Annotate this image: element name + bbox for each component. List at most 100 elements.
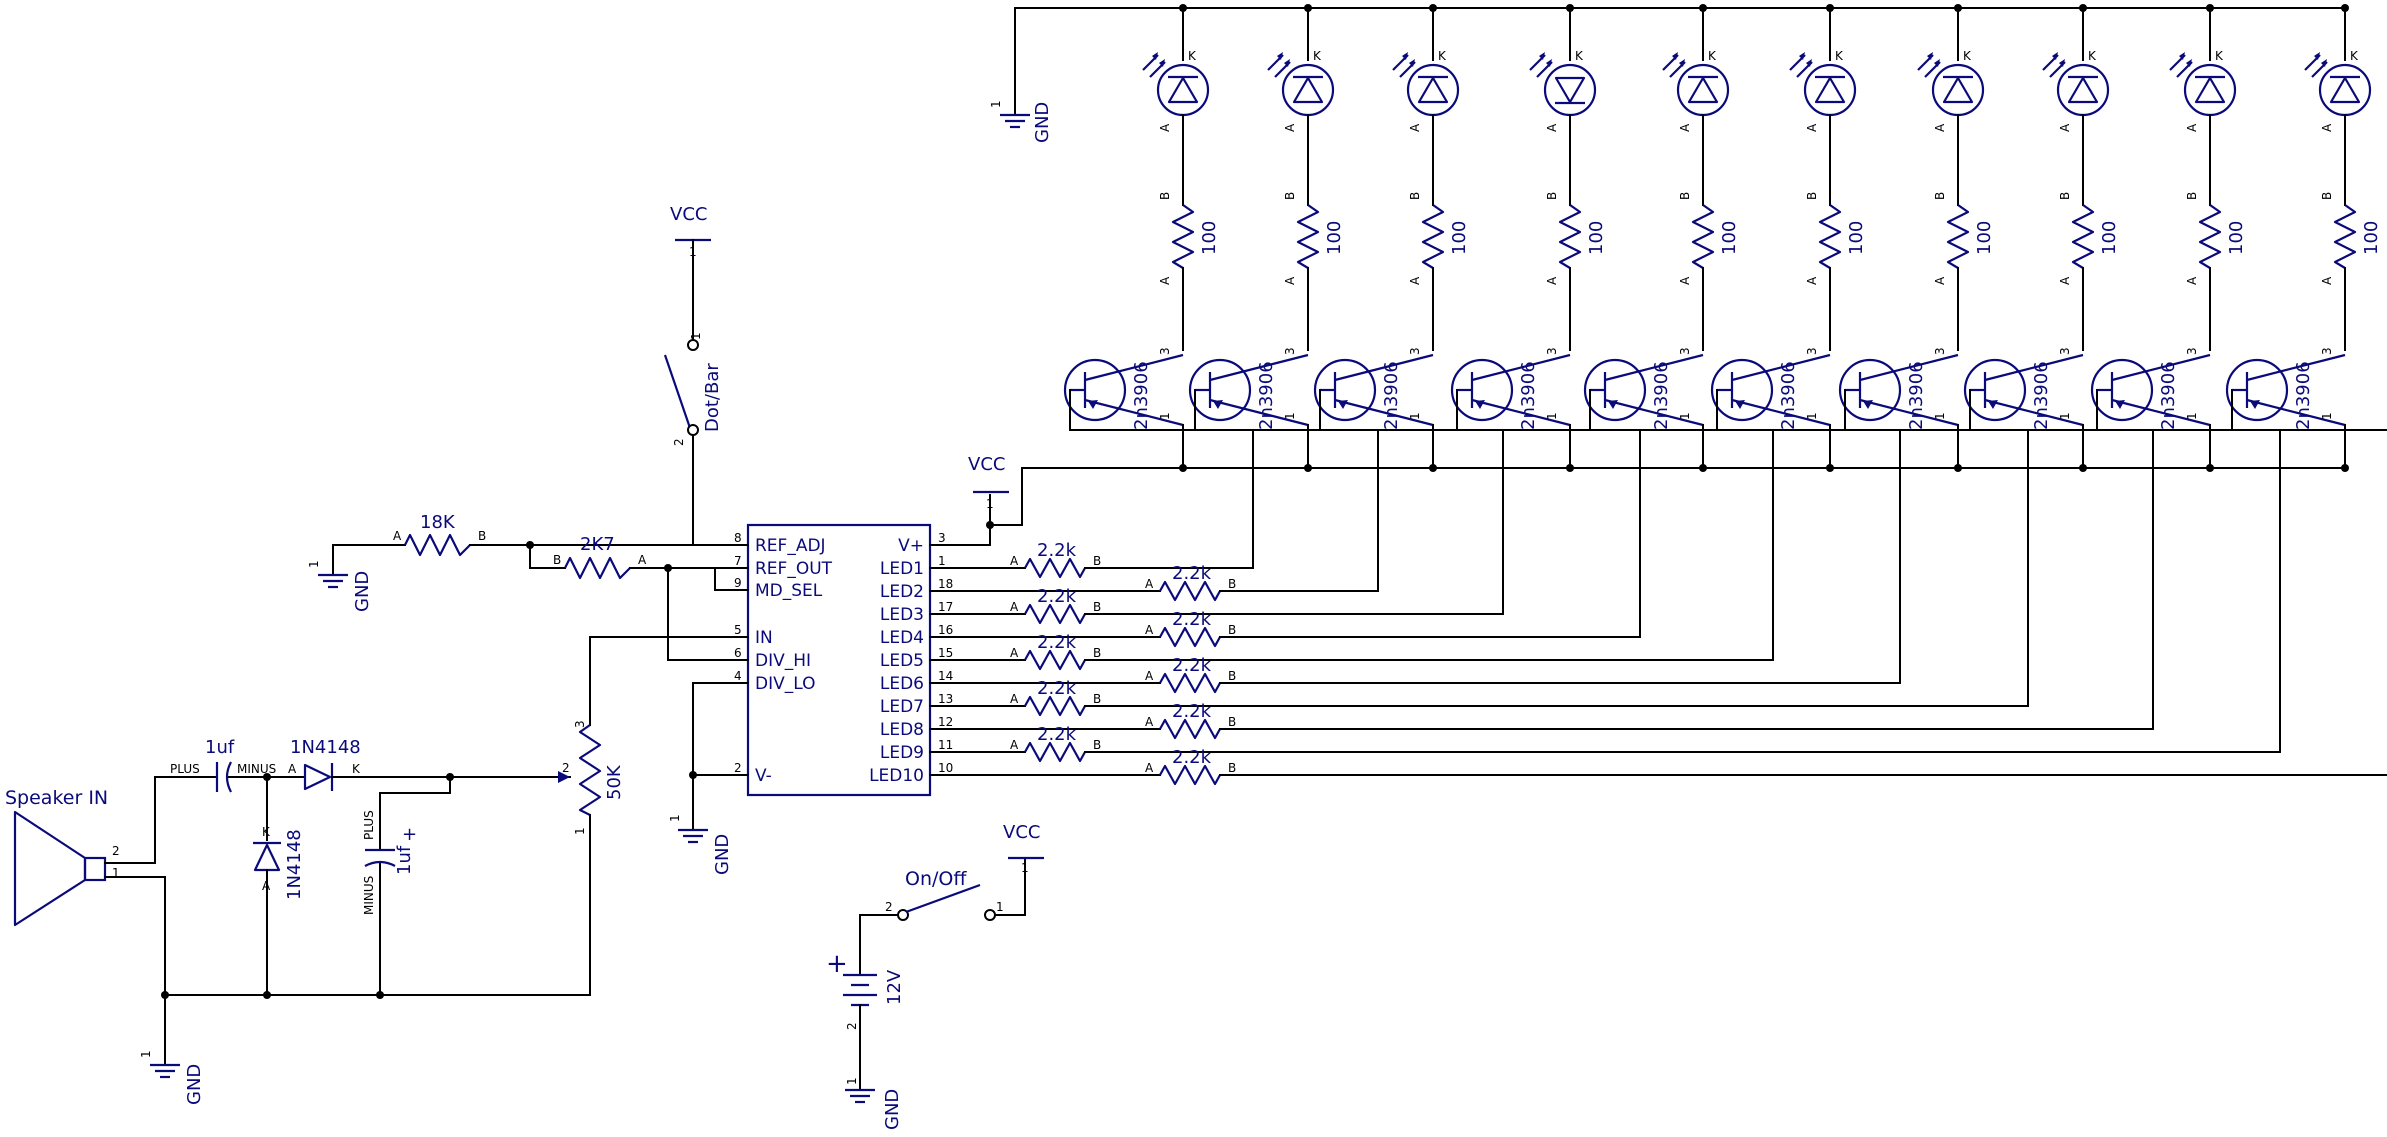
pin-a: A — [1805, 123, 1819, 132]
pin-num: 1 — [986, 497, 994, 511]
pin-a: A — [1408, 276, 1422, 285]
pin-e: 3 — [1805, 347, 1819, 355]
led-resistor-value: 100 — [1449, 221, 1470, 255]
pin-a: A — [1805, 276, 1819, 285]
ic-pin-number: 9 — [734, 576, 742, 590]
base-resistor-value: 2.2k — [1037, 632, 1077, 653]
dot-bar-switch[interactable]: VCC 1 1 2 Dot/Bar — [663, 204, 723, 446]
ic-pin-name: LED8 — [880, 720, 924, 740]
pin-k: K — [1313, 49, 1322, 63]
pin-k: K — [2350, 49, 2359, 63]
pin-k: K — [1963, 49, 1972, 63]
ic-pin-number: 5 — [734, 623, 742, 637]
pin-num: 2 — [112, 844, 120, 858]
pin-num: 1 — [845, 1077, 859, 1085]
pin-num: 1 — [668, 814, 682, 822]
pin-k: K — [1835, 49, 1844, 63]
ic-pin-number: 12 — [938, 715, 953, 729]
gnd-label-18k: GND — [352, 571, 373, 612]
ic-pin-number: 11 — [938, 738, 953, 752]
pin-a: A — [2058, 276, 2072, 285]
pin-b: B — [478, 529, 486, 543]
pin-a: A — [1678, 123, 1692, 132]
ic-pin-number: 13 — [938, 692, 953, 706]
transistor-label: 2n3906 — [1778, 361, 1799, 430]
pin-k: K — [1438, 49, 1447, 63]
base-resistor-value: 2.2k — [1037, 724, 1077, 745]
speaker-label: Speaker IN — [5, 787, 108, 809]
gnd-label-top: GND — [1032, 102, 1053, 143]
transistor-label: 2n3906 — [1381, 361, 1402, 430]
pin-k: K — [2215, 49, 2224, 63]
pin-b: B — [1228, 669, 1236, 683]
power-switch[interactable]: On/Off VCC 1 1 2 — [859, 822, 1044, 976]
r18k-value: 18K — [420, 512, 456, 533]
pin-b: B — [2058, 192, 2072, 200]
pin-b: B — [1093, 600, 1101, 614]
pin-e: 3 — [1678, 347, 1692, 355]
cap2-minus: MINUS — [362, 876, 376, 915]
ic-pin-number: 16 — [938, 623, 953, 637]
led-resistor-value: 100 — [1974, 221, 1995, 255]
ic-pin-name: V- — [755, 766, 772, 786]
pin-b: B — [1228, 577, 1236, 591]
ic-pin-number: 18 — [938, 577, 953, 591]
potentiometer-50k: 50K 3 2 1 — [449, 714, 625, 996]
ic-pin-name: DIV_HI — [755, 651, 811, 671]
pin-e: 3 — [1408, 347, 1422, 355]
pin-b: B — [553, 553, 561, 567]
pin-a: A — [1010, 600, 1019, 614]
pin-b: B — [1408, 192, 1422, 200]
pin-c: 1 — [1283, 412, 1297, 420]
pin-a: A — [1158, 123, 1172, 132]
pin-num: 2 — [845, 1022, 859, 1030]
pin-b: B — [1158, 192, 1172, 200]
ic-pin-name: LED7 — [880, 697, 924, 717]
pin-c: 1 — [1408, 412, 1422, 420]
ic-pin-name: LED1 — [880, 559, 924, 579]
led-resistor-value: 100 — [2361, 221, 2382, 255]
base-resistor-value: 2.2k — [1037, 678, 1077, 699]
pin-a: A — [393, 529, 402, 543]
pin-k: K — [1188, 49, 1197, 63]
resistor-2k7: 2K7 B A — [529, 534, 716, 580]
pin-b: B — [1093, 646, 1101, 660]
pin-num: 1 — [989, 100, 1003, 108]
pin-a: A — [1145, 669, 1154, 683]
pin-b: B — [2320, 192, 2334, 200]
pin-a: A — [1010, 554, 1019, 568]
pot-value: 50K — [604, 764, 625, 800]
pin-a: A — [1545, 123, 1559, 132]
battery-12v: + 12V 2 1 GND — [826, 949, 905, 1130]
ic-pin-number: 17 — [938, 600, 953, 614]
ic-pin-name: LED2 — [880, 582, 924, 602]
pin-b: B — [1678, 192, 1692, 200]
transistor-label: 2n3906 — [1131, 361, 1152, 430]
diode-series: 1N4148 A K — [266, 737, 454, 791]
pin-c: 1 — [2320, 412, 2334, 420]
pin-c: 1 — [1933, 412, 1947, 420]
diode-series-label: 1N4148 — [290, 737, 361, 758]
pin-a: A — [2320, 276, 2334, 285]
transistor-label: 2n3906 — [2293, 361, 2314, 430]
ic-pin-name: LED4 — [880, 628, 924, 648]
pin-a: A — [288, 762, 297, 776]
ic-left-wiring: 1 GND — [529, 434, 749, 875]
pin-a: A — [1010, 692, 1019, 706]
ic-pin-number: 6 — [734, 646, 742, 660]
pin-k: K — [262, 825, 271, 839]
ic-pin-name: REF_OUT — [755, 559, 833, 579]
speaker-input: Speaker IN 2 1 — [5, 776, 166, 1061]
ic-pin-name: LED9 — [880, 743, 924, 763]
pin-k: K — [352, 762, 361, 776]
pin-c: 1 — [1545, 412, 1559, 420]
vcc-label-power: VCC — [1003, 822, 1040, 843]
gnd-label-input: GND — [184, 1064, 205, 1105]
pin-a: A — [1678, 276, 1692, 285]
base-resistor-value: 2.2k — [1172, 655, 1212, 676]
